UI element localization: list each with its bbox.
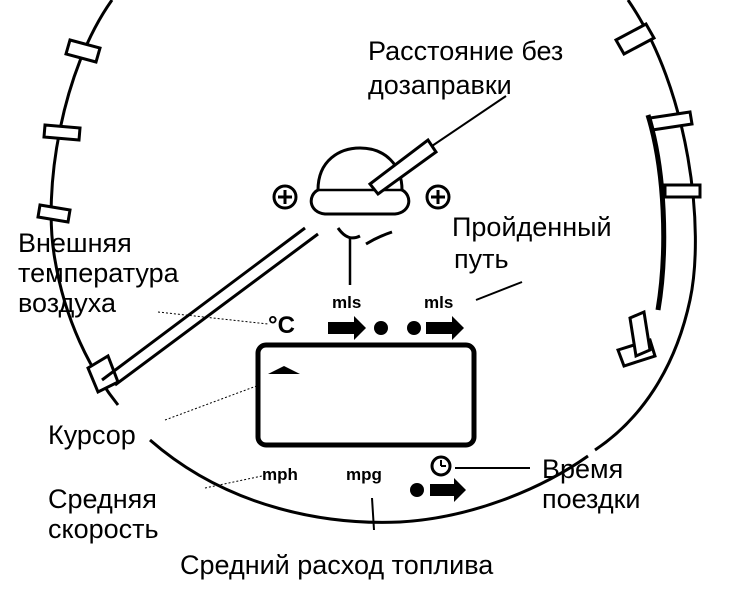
celsius-unit: °C <box>268 312 295 339</box>
clock-graphic <box>430 455 452 477</box>
diagonal-line-outer <box>101 226 306 382</box>
left-knob-graphic <box>272 184 298 210</box>
range-pointer <box>367 137 439 197</box>
distance-label-1: Пройденный <box>452 212 612 242</box>
range-leader <box>431 95 507 147</box>
fuel-leader <box>371 497 375 531</box>
temp-leader <box>157 311 269 325</box>
trip-time-label-2: поездки <box>542 484 641 514</box>
mph-unit: mph <box>262 465 298 484</box>
range-label-2: дозаправки <box>368 70 512 100</box>
mpg-unit: mpg <box>346 465 382 484</box>
speed-leader <box>204 475 263 489</box>
mls-unit-right: mls <box>424 293 454 312</box>
bottom-indicators <box>410 478 466 502</box>
dial-arc-left <box>49 0 120 406</box>
trip-time-label-1: Время <box>542 454 624 484</box>
diagonal-line-inner <box>114 232 319 387</box>
mls-unit-left: mls <box>332 293 362 312</box>
outside-temp-label-1: Внешняя <box>18 228 132 258</box>
avg-speed-label-1: Средняя <box>48 484 157 514</box>
outside-temp-label-2: температура <box>18 258 179 288</box>
right-knob-graphic <box>425 184 451 210</box>
avg-fuel-label: Средний расход топлива <box>180 550 494 580</box>
cursor-label: Курсор <box>48 420 136 450</box>
right-scale-bar <box>645 114 667 311</box>
dial-arc-right <box>594 0 697 452</box>
outside-temp-label-3: воздуха <box>18 288 117 318</box>
distance-leader <box>475 281 523 301</box>
top-indicators <box>328 316 464 340</box>
cursor-triangle <box>268 366 300 374</box>
distance-label-2: путь <box>454 244 509 274</box>
dial-arc-bottom <box>149 438 589 524</box>
lcd-display <box>255 342 477 448</box>
range-label-1: Расстояние без <box>368 36 564 66</box>
avg-speed-label-2: скорость <box>48 514 159 544</box>
needle-hub <box>336 227 393 246</box>
